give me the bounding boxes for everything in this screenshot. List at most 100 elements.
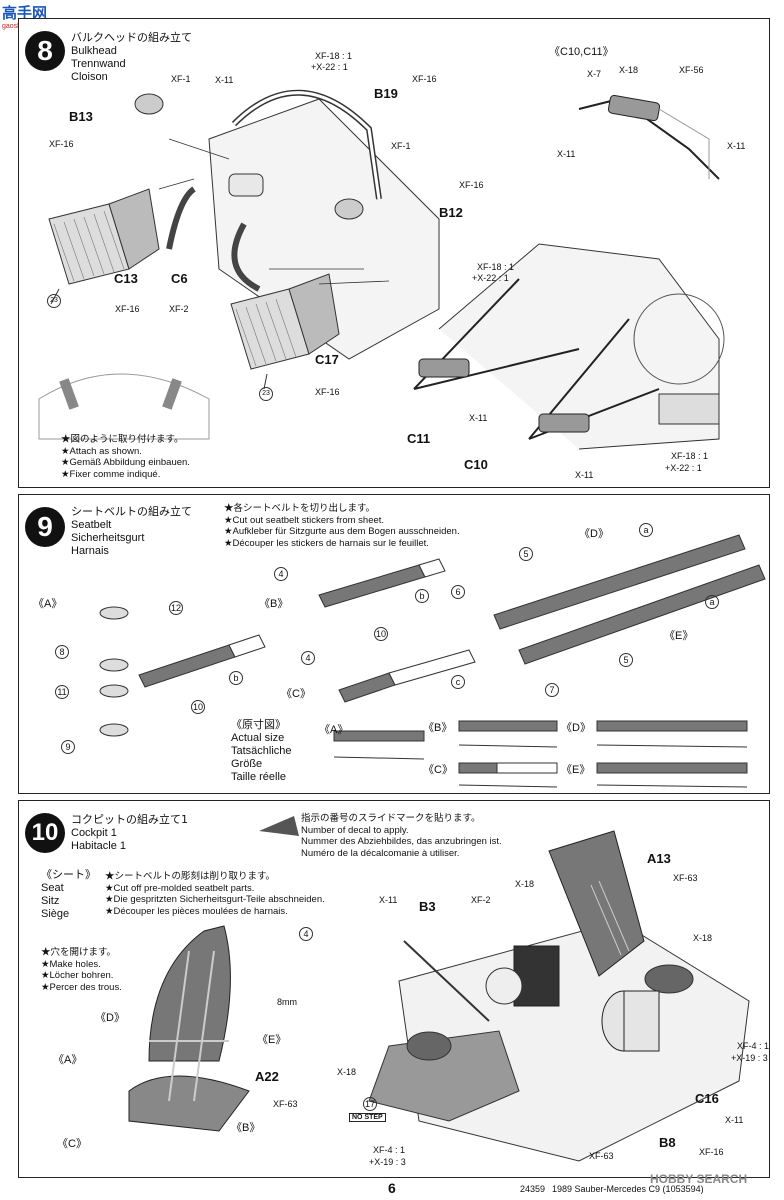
inset-x11-a: X-11 [557, 149, 576, 159]
paint-xf63-c: XF-63 [589, 1151, 614, 1161]
paint-x18-a: X-18 [515, 879, 535, 889]
circle-7: 7 [545, 683, 559, 697]
paint-x11-c: X-11 [575, 470, 594, 480]
actual-a-label: 《A》 [319, 724, 349, 736]
circle-5-a: 5 [519, 547, 533, 561]
step9-note: ★各シートベルトを切り出します。 ★Cut out seatbelt stick… [224, 503, 460, 549]
actual-size-de2: Größe [231, 758, 263, 770]
decal-note-jp: 指示の番号のスライドマークを貼ります。 [301, 813, 481, 824]
circle-5-b: 5 [619, 653, 633, 667]
step8-drawing [38, 89, 725, 450]
decal-note-fr: Numéro de la décalcomanie à utiliser. [301, 847, 460, 859]
part-b12: B12 [439, 205, 463, 220]
holes-note-de: ★Löcher bohren. [41, 970, 114, 981]
step9-note-jp: ★各シートベルトを切り出します。 [224, 503, 376, 514]
part-c11: C11 [407, 431, 431, 446]
circle-17: 17 [363, 1097, 377, 1111]
seat-label-fr: Siège [41, 908, 70, 920]
watermark-site: 高手网 [2, 4, 48, 22]
step10-title-en: Cockpit 1 [71, 827, 117, 839]
paint-x11-a: X-11 [215, 75, 234, 85]
circle-4-b: 4 [301, 651, 315, 665]
step8-panel: 8 バルクヘッドの組み立て Bulkhead Trennwand Cloison… [18, 18, 770, 488]
group-e-label: 《E》 [664, 630, 694, 642]
circle-8: 8 [55, 645, 69, 659]
decal-23-a: 23 [47, 294, 61, 308]
paint-xf16-b: XF-16 [412, 74, 437, 84]
seat-group-c: 《C》 [57, 1138, 87, 1150]
paint-xf63-b: XF-63 [273, 1099, 298, 1109]
step9-panel: 9 シートベルトの組み立て Seatbelt Sicherheitsgurt H… [18, 494, 770, 794]
watermark-hobbysearch: HOBBY SEARCH [650, 1172, 748, 1186]
part-c16: C16 [695, 1091, 719, 1106]
seat-note: ★シートベルトの彫刻は削り取ります。 ★Cut off pre-molded s… [105, 871, 325, 917]
step8-title-en: Bulkhead [71, 45, 117, 57]
paint-xf16-e: XF-16 [315, 387, 340, 397]
kit-model: 1989 Sauber-Mercedes C9 (1053594) [552, 1184, 704, 1194]
seat-label: 《シート》 Seat Sitz Siège [41, 869, 96, 921]
seat-group-d: 《D》 [95, 1012, 125, 1024]
strap-letter-a-b: a [705, 595, 719, 609]
actual-size-jp: 《原寸図》 [231, 719, 286, 731]
decal-23-b: 23 [259, 387, 273, 401]
circle-10-a: 10 [191, 700, 205, 714]
step9-note-fr: ★Découper les stickers de harnais sur le… [224, 537, 429, 549]
paint-xf4-a: XF-4 : 1 [737, 1041, 770, 1051]
step9-title-jp: シートベルトの組み立て [71, 505, 192, 518]
group-a-label: 《A》 [33, 598, 63, 610]
paint-x22-top: +X-22 : 1 [311, 62, 348, 72]
step9-note-en: ★Cut out seatbelt stickers from sheet. [224, 514, 385, 526]
paint-x11-e: X-11 [725, 1115, 744, 1125]
dimension-8mm: 8mm [277, 997, 297, 1007]
step10-title-translations: Cockpit 1 Habitacle 1 [71, 827, 126, 853]
paint-xf16-a: XF-16 [49, 139, 74, 149]
seat-group-a: 《A》 [53, 1054, 83, 1066]
paint-xf18-bot: XF-18 : 1 [671, 451, 709, 461]
seat-label-en: Seat [41, 882, 64, 894]
seat-note-de: ★Die gespritzten Sicherheitsgurt-Teile a… [105, 894, 325, 905]
actual-size-de: Tatsächliche [231, 745, 292, 757]
part-c6: C6 [171, 271, 188, 286]
holes-note-fr: ★Percer des trous. [41, 981, 122, 993]
paint-xf18-mid: XF-18 : 1 [477, 262, 515, 272]
page-number: 6 [388, 1180, 396, 1196]
step10-panel: 10 コクピットの組み立て1 Cockpit 1 Habitacle 1 指示の… [18, 800, 770, 1178]
paint-xf2: XF-2 [169, 304, 189, 314]
part-b13: B13 [69, 109, 93, 124]
part-c17: C17 [315, 352, 339, 367]
actual-e-label: 《E》 [561, 764, 591, 776]
step8-title-jp: バルクヘッドの組み立て [71, 31, 192, 44]
step8-note-de: ★Gemäß Abbildung einbauen. [61, 457, 190, 468]
holes-note-jp: ★穴を開けます。 [41, 947, 117, 958]
step10-number: 10 [25, 813, 65, 853]
step10-drawing [128, 816, 750, 1162]
paint-xf4-b: XF-4 : 1 [373, 1145, 406, 1155]
group-c-label: 《C》 [281, 688, 311, 700]
paint-xf16-c: XF-16 [459, 180, 484, 190]
circle-10-b: 10 [374, 627, 388, 641]
circle-12: 12 [169, 601, 183, 615]
step10-title-fr: Habitacle 1 [71, 840, 127, 852]
step9-title-translations: Seatbelt Sicherheitsgurt Harnais [71, 519, 144, 558]
part-b19: B19 [374, 86, 398, 101]
paint-xf16-f: XF-16 [699, 1147, 724, 1157]
strap-letter-c: c [451, 675, 465, 689]
step9-note-de: ★Aufkleber für Sitzgurte aus dem Bogen a… [224, 526, 460, 537]
step9-title-fr: Harnais [71, 545, 109, 557]
step8-title-de: Trennwand [71, 58, 126, 70]
kit-code: 24359 [520, 1184, 546, 1194]
inset-x18: X-18 [619, 65, 639, 75]
paint-xf63-a: XF-63 [673, 873, 698, 883]
step8-note: ★図のように取り付けます。 ★Attach as shown. ★Gemäß A… [61, 434, 190, 480]
seat-note-fr: ★Découper les pièces moulées de harnais. [105, 905, 288, 917]
paint-x19-a: +X-19 : 3 [731, 1053, 768, 1063]
part-b8: B8 [659, 1135, 676, 1150]
paint-x18-b: X-18 [693, 933, 713, 943]
actual-size-label: 《原寸図》 Actual size Tatsächliche Größe Tai… [231, 719, 292, 784]
no-step-label: NO STEP [349, 1113, 386, 1122]
paint-xf2-b: XF-2 [471, 895, 491, 905]
circle-4-c: 4 [299, 927, 313, 941]
actual-size-en: Actual size [231, 732, 285, 744]
actual-b-label: 《B》 [423, 722, 453, 734]
step9-number: 9 [25, 507, 65, 547]
